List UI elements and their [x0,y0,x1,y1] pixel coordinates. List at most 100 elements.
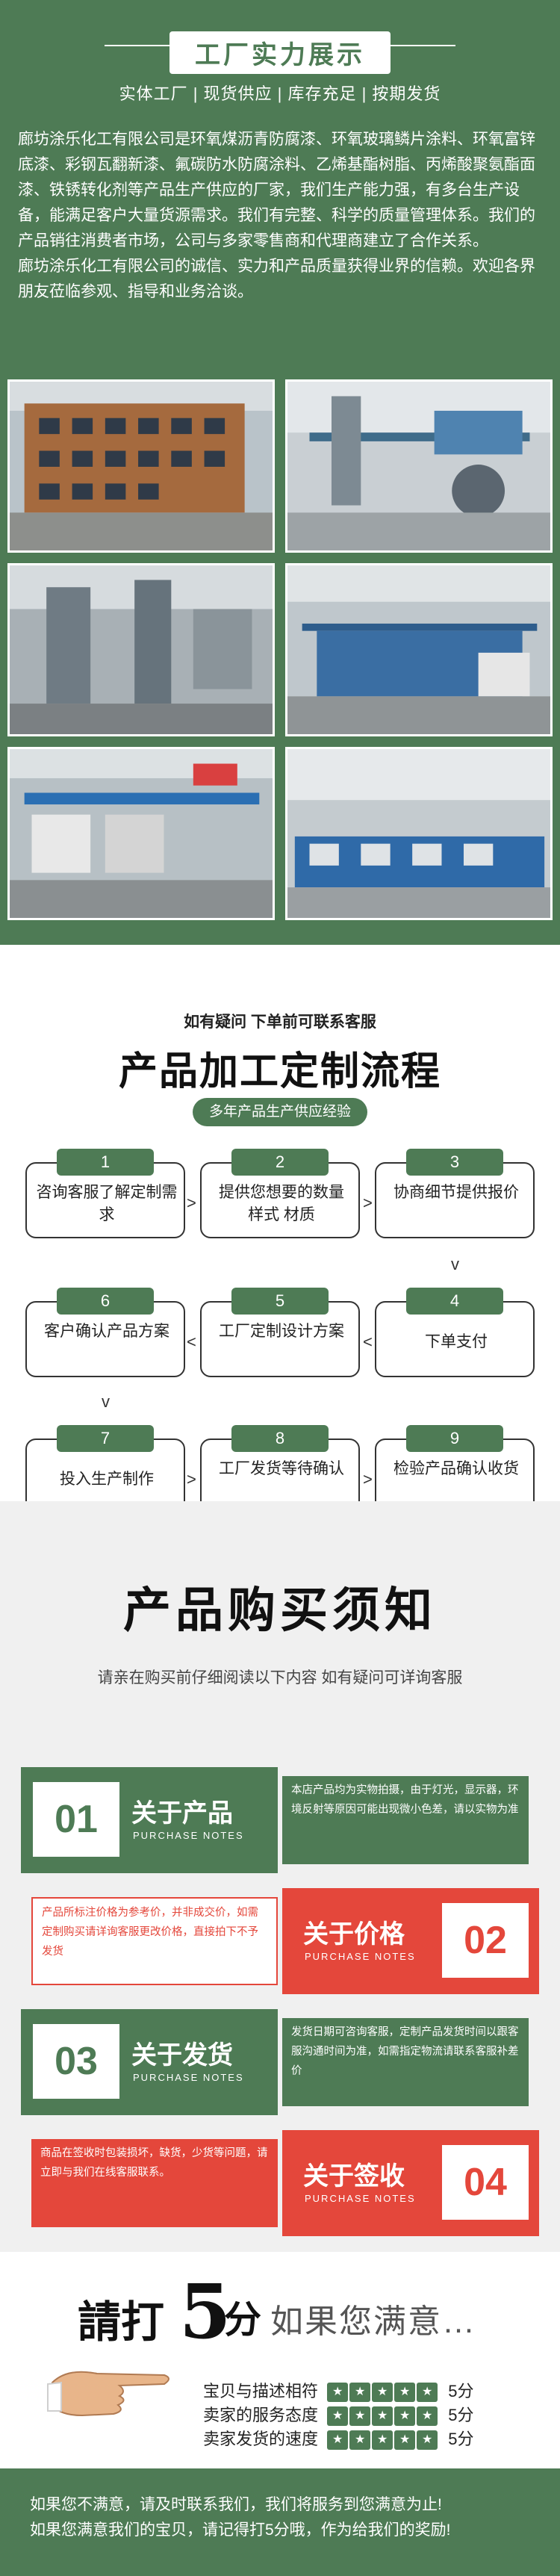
pointing-hand-icon [47,2371,169,2417]
arrow-down: v [102,1392,110,1411]
process-step-6: 6 客户确认产品方案 [25,1288,185,1377]
notice-title: 关于签收 [303,2162,405,2191]
notice-head: 03 关于发货 PURCHASE NOTES [21,2009,278,2115]
notice-number: 04 [442,2145,529,2220]
arrow-right: > [187,1194,196,1212]
rating-prefix: 請打 [78,2298,165,2347]
step-text: 协商细节提供报价 [393,1184,519,1201]
step-text: 提供您想要的数量 样式 材质 [219,1184,344,1223]
factory-title-wrap: 工厂实力展示 [105,31,455,74]
step-number: 9 [406,1425,503,1452]
notice-number: 03 [33,2024,119,2099]
step-text: 工厂发货等待确认 [219,1460,344,1477]
star-icon: ★ [327,2383,349,2403]
star-icon: ★ [417,2406,438,2427]
factory-photo [7,379,275,553]
factory-intro-paragraph: 廊坊涂乐化工有限公司是环氧煤沥青防腐漆、环氧玻璃鳞片涂料、环氧富锌底漆、彩钢瓦翻… [18,131,535,249]
rating-score: 5分 [448,2382,474,2400]
step-text: 投入生产制作 [60,1471,154,1488]
rating-row: 卖家的服务态度 ★★★★★ 5分 [203,2402,474,2427]
notice-head: 关于价格 PURCHASE NOTES 02 [282,1888,539,1994]
star-icon: ★ [349,2406,371,2427]
step-number: 4 [406,1288,503,1315]
process-step-1: 1 咨询客服了解定制需求 [25,1149,185,1238]
notice-price: 产品所标注价格为参考价，并非成交价，如需定制购买请详询客服更改价格，直接拍下不予… [21,1888,539,1994]
step-text: 检验产品确认收货 [393,1460,519,1477]
factory-photo [7,563,275,736]
rating-stars: ★★★★★ [327,2430,444,2451]
star-icon: ★ [327,2406,349,2427]
factory-intro: 廊坊涂乐化工有限公司是环氧煤沥青防腐漆、环氧玻璃鳞片涂料、环氧富锌底漆、彩钢瓦翻… [18,127,542,305]
rating-label: 卖家发货的速度 [203,2430,319,2448]
footer-line: 如果您不满意，请及时联系我们，我们将服务到您满意为止! [30,2496,442,2513]
arrow-right: > [363,1470,373,1489]
notice-text: 商品在签收时包装损坏，缺货，少货等问题，请立即与我们在线客服联系。 [31,2139,278,2227]
notice-product: 01 关于产品 PURCHASE NOTES 本店产品均为实物拍摄，由于灯光，显… [21,1767,539,1873]
rating-stars: ★★★★★ [327,2406,444,2427]
notice-head: 01 关于产品 PURCHASE NOTES [21,1767,278,1873]
step-text: 咨询客服了解定制需求 [36,1184,178,1223]
notes-title: 产品购买须知 [123,1583,437,1637]
notice-receipt: 商品在签收时包装损坏，缺货，少货等问题，请立即与我们在线客服联系。 关于签收 P… [21,2130,539,2236]
factory-photo [285,379,553,553]
notice-title: 关于产品 [131,1799,233,1828]
notice-number: 02 [442,1903,529,1978]
factory-photo [285,747,553,920]
process-badge: 多年产品生产供应经验 [193,1098,367,1126]
star-icon: ★ [417,2430,438,2451]
star-icon: ★ [372,2406,393,2427]
factory-photo [285,563,553,736]
process-step-5: 5 工厂定制设计方案 [200,1288,360,1377]
process-title: 产品加工定制流程 [118,1050,441,1093]
star-icon: ★ [327,2430,349,2451]
factory-tags: 实体工厂 | 现货供应 | 库存充足 | 按期发货 [119,84,441,103]
step-number: 6 [57,1288,154,1315]
notice-head: 关于签收 PURCHASE NOTES 04 [282,2130,539,2236]
process-step-4: 4 下单支付 [375,1288,535,1377]
step-text: 下单支付 [425,1333,488,1350]
notice-title: 关于发货 [131,2041,233,2070]
notice-en: PURCHASE NOTES [133,2072,244,2083]
star-icon: ★ [417,2383,438,2403]
step-number: 5 [231,1288,329,1315]
process-step-2: 2 提供您想要的数量 样式 材质 [200,1149,360,1238]
title-line-left [105,45,194,46]
factory-title: 工厂实力展示 [169,31,391,74]
arrow-down: v [451,1255,459,1273]
star-icon: ★ [394,2430,416,2451]
star-icon: ★ [372,2430,393,2451]
rating-five: 5 [179,2268,231,2356]
notice-text: 发货日期可咨询客服，定制产品发货时间以跟客服沟通时间为准，如需指定物流请联系客服… [282,2018,529,2106]
step-text: 工厂定制设计方案 [219,1323,344,1340]
rating-tail: 如果您满意… [270,2303,476,2340]
step-number: 1 [57,1149,154,1176]
footer-line: 如果您满意我们的宝贝，请记得打5分哦，作为给我们的奖励! [30,2521,451,2539]
arrow-left: < [187,1332,196,1351]
process-subtitle: 如有疑问 下单前可联系客服 [184,1014,376,1031]
star-icon: ★ [394,2406,416,2427]
notice-title: 关于价格 [303,1920,405,1949]
factory-photo [7,747,275,920]
notice-text: 产品所标注价格为参考价，并非成交价，如需定制购买请详询客服更改价格，直接拍下不予… [31,1897,278,1985]
notice-shipping: 03 关于发货 PURCHASE NOTES 发货日期可咨询客服，定制产品发货时… [21,2009,539,2115]
step-box: 协商细节提供报价 [375,1162,535,1238]
notice-en: PURCHASE NOTES [133,1830,244,1841]
rating-row: 宝贝与描述相符 ★★★★★ 5分 [203,2378,474,2403]
star-icon: ★ [349,2430,371,2451]
rating-label: 卖家的服务态度 [203,2406,319,2424]
factory-intro-paragraph: 廊坊涂乐化工有限公司的诚信、实力和产品质量获得业界的信赖。欢迎各界朋友莅临参观、… [18,258,535,300]
notice-en: PURCHASE NOTES [305,2193,416,2204]
notice-text: 本店产品均为实物拍摄，由于灯光，显示器，环境反射等原因可能出现微小色差，请以实物… [282,1776,529,1864]
notice-en: PURCHASE NOTES [305,1951,416,1962]
arrow-right: > [363,1194,373,1212]
process-step-3: 3 协商细节提供报价 [375,1149,535,1238]
step-text: 客户确认产品方案 [44,1323,169,1340]
rating-score: 5分 [448,2406,474,2424]
footer: 如果您不满意，请及时联系我们，我们将服务到您满意为止! 如果您满意我们的宝贝，请… [0,2468,560,2576]
star-icon: ★ [372,2383,393,2403]
step-number: 3 [406,1149,503,1176]
star-icon: ★ [349,2383,371,2403]
rating-stars: ★★★★★ [327,2382,444,2403]
rating-unit: 分 [224,2299,261,2341]
notes-subtitle: 请亲在购买前仔细阅读以下内容 如有疑问可详询客服 [97,1669,463,1686]
